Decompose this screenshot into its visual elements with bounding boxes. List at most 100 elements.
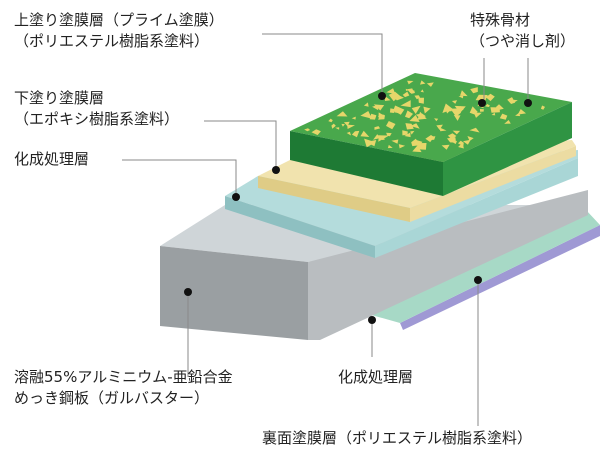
aggregate-flake — [469, 106, 478, 115]
aggregate-flake — [434, 118, 439, 122]
aggregate-flake — [410, 130, 415, 135]
aggregate-flake — [420, 80, 426, 85]
aggregate-flake — [420, 89, 424, 93]
steel-sheet-front — [160, 246, 308, 340]
aggregate-flake — [517, 109, 526, 115]
aggregate-flake — [423, 106, 431, 114]
aggregate-flake — [347, 124, 355, 129]
aggregate-flake — [452, 130, 461, 135]
aggregate-flake — [444, 106, 453, 114]
label-under-coat-line2: （エポキシ樹脂系塗料） — [14, 110, 180, 128]
label-special-aggregate-line1: 特殊骨材 — [470, 11, 531, 29]
label-steel-sheet: 溶融55%アルミニウム-亜鉛合金 めっき鋼板（ガルバスター） — [14, 367, 233, 409]
aggregate-flake — [460, 90, 468, 97]
aggregate-flake — [373, 134, 382, 140]
aggregate-flake — [513, 99, 518, 103]
aggregate-flake — [341, 123, 345, 127]
dot-back-coat — [474, 276, 482, 284]
aggregate-flake — [360, 111, 372, 119]
label-top-coat-line1: 上塗り塗膜層（プライム塗膜） — [14, 11, 224, 29]
aggregate-flake — [304, 128, 311, 132]
label-steel-sheet-line2: めっき鋼板（ガルバスター） — [14, 389, 210, 407]
aggregate-flake — [485, 93, 495, 102]
aggregate-flake — [378, 135, 390, 142]
aggregate-flake — [411, 105, 421, 114]
aggregate-flake — [412, 145, 422, 153]
aggregate-flake — [351, 116, 356, 120]
label-chemical-layer-upper-line1: 化成処理層 — [14, 150, 90, 168]
aggregate-flake — [405, 123, 414, 130]
aggregate-flake — [447, 137, 456, 143]
aggregate-flake — [426, 82, 434, 87]
aggregate-flake — [394, 109, 400, 113]
label-top-coat-line2: （ポリエステル樹脂系塗料） — [14, 32, 210, 50]
dot-aggregate-1 — [478, 99, 486, 107]
aggregate-flake — [414, 95, 421, 100]
dot-under-coat — [272, 166, 280, 174]
aggregate-flake — [515, 112, 521, 117]
aggregate-flakes — [304, 80, 545, 153]
aggregate-flake — [504, 120, 511, 124]
leader-top-coat — [262, 33, 383, 96]
under-coat-side — [410, 146, 576, 222]
aggregate-flake — [439, 127, 447, 132]
aggregate-flake — [475, 94, 488, 101]
aggregate-flake — [386, 88, 396, 94]
dot-chemical-lower — [368, 316, 376, 324]
aggregate-flake — [386, 121, 396, 130]
aggregate-flake — [410, 123, 420, 129]
aggregate-flake — [366, 140, 377, 147]
back-chemical-layer — [368, 210, 600, 323]
aggregate-flake — [436, 124, 443, 130]
steel-sheet-side — [308, 190, 588, 340]
aggregate-flake — [407, 80, 414, 85]
aggregate-flake — [540, 105, 545, 110]
aggregate-flake — [386, 132, 392, 137]
aggregate-flake — [458, 142, 464, 149]
aggregate-flake — [447, 133, 457, 140]
aggregate-flake — [450, 108, 461, 117]
aggregate-flake — [405, 88, 410, 91]
aggregate-flake — [335, 127, 340, 130]
aggregate-flake — [402, 130, 408, 136]
aggregate-flake — [425, 135, 434, 143]
aggregate-flake — [463, 139, 471, 145]
aggregate-flake — [473, 112, 482, 118]
aggregate-flake — [405, 110, 413, 119]
aggregate-flake — [392, 94, 404, 101]
aggregate-flake — [398, 144, 406, 149]
label-chemical-layer-lower-line1: 化成処理層 — [338, 368, 414, 386]
aggregate-flake — [418, 97, 424, 104]
under-coat-front — [258, 176, 410, 222]
aggregate-flake — [441, 144, 450, 150]
chemical-layer-side — [375, 158, 578, 258]
aggregate-flake — [360, 130, 370, 137]
label-chemical-layer-upper: 化成処理層 — [14, 149, 89, 170]
leader-dots — [184, 92, 532, 324]
leader-under-coat — [204, 120, 277, 170]
aggregate-flake — [378, 114, 385, 120]
label-special-aggregate-line2: （つや消し剤） — [470, 32, 576, 50]
aggregate-flake — [372, 105, 379, 111]
label-top-coat: 上塗り塗膜層（プライム塗膜） （ポリエステル樹脂系塗料） — [14, 10, 224, 52]
label-under-coat: 下塗り塗膜層 （エポキシ樹脂系塗料） — [14, 88, 179, 130]
aggregate-flake — [499, 113, 508, 120]
aggregate-flake — [491, 112, 496, 116]
label-special-aggregate: 特殊骨材 （つや消し剤） — [470, 10, 575, 52]
aggregate-flake — [374, 126, 381, 130]
aggregate-flake — [458, 95, 464, 99]
aggregate-flake — [346, 131, 351, 136]
aggregate-flake — [400, 100, 411, 108]
aggregate-flake — [451, 100, 458, 104]
aggregate-flake — [411, 138, 420, 147]
dot-steel — [184, 288, 192, 296]
leader-chemical-upper — [122, 159, 237, 197]
aggregate-flake — [490, 107, 500, 113]
label-back-coat-line1: 裏面塗膜層（ポリエステル樹脂系塗料） — [262, 429, 533, 447]
aggregate-flake — [384, 95, 391, 101]
aggregate-flake — [343, 121, 350, 127]
label-chemical-layer-lower: 化成処理層 — [338, 367, 413, 388]
aggregate-flake — [311, 129, 321, 136]
